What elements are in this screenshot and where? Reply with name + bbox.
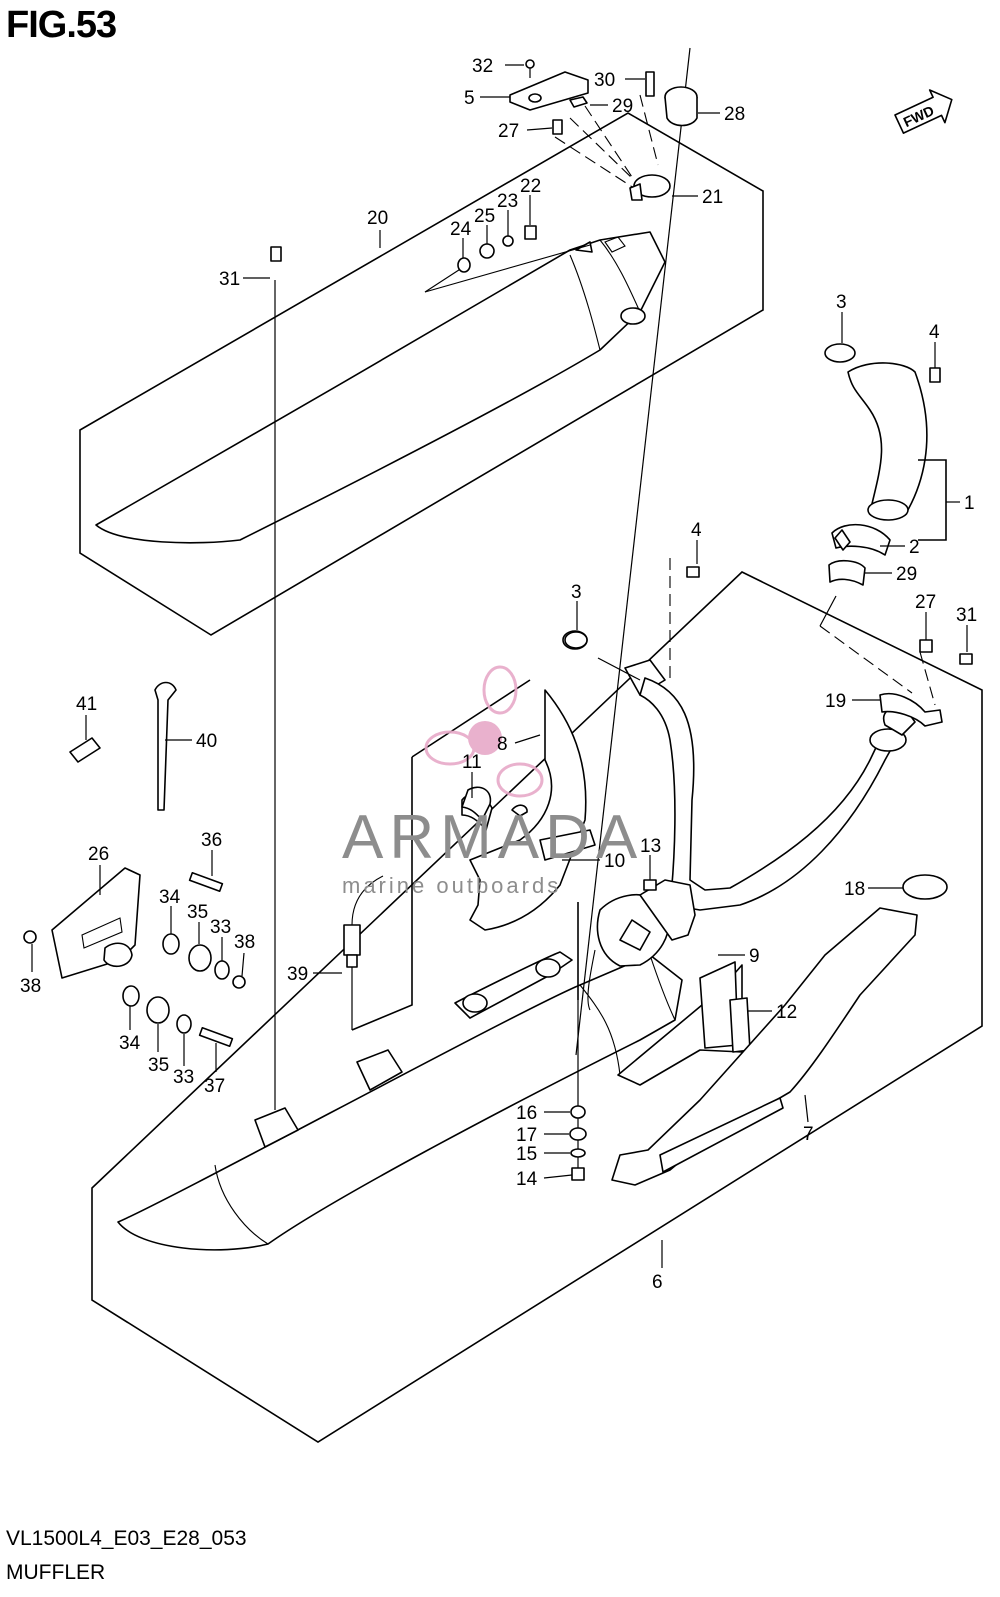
callout-23: 23 <box>497 191 518 212</box>
callout-27: 27 <box>915 592 936 613</box>
callout-22: 22 <box>520 176 541 197</box>
callout-31: 31 <box>956 605 977 626</box>
callout-41: 41 <box>76 694 97 715</box>
callout-29: 29 <box>896 564 917 585</box>
callout-10: 10 <box>604 851 625 872</box>
callout-1: 1 <box>964 493 975 514</box>
upper-muffler-assembly <box>79 94 764 636</box>
callout-19: 19 <box>825 691 846 712</box>
callout-30: 30 <box>594 70 615 91</box>
diagram-name: MUFFLER <box>6 1561 106 1584</box>
watermark-tagline: marine outboards <box>342 873 561 898</box>
callout-2: 2 <box>909 537 920 558</box>
callout-8: 8 <box>497 734 508 755</box>
armada-watermark: ARMADA marine outboards <box>342 665 643 898</box>
callout-3: 3 <box>571 582 582 603</box>
callout-9: 9 <box>749 946 760 967</box>
callout-18: 18 <box>844 879 865 900</box>
callout-3: 3 <box>836 292 847 313</box>
callout-5: 5 <box>464 88 475 109</box>
callout-14: 14 <box>516 1169 538 1190</box>
lower-muffler-assembly <box>91 571 983 1443</box>
watermark-brand: ARMADA <box>342 803 643 872</box>
callout-28: 28 <box>724 104 745 125</box>
callout-37: 37 <box>204 1076 225 1097</box>
callout-33: 33 <box>173 1067 194 1088</box>
callout-35: 35 <box>187 902 208 923</box>
armada-logo <box>424 665 544 798</box>
callout-12: 12 <box>776 1002 797 1023</box>
callout-20: 20 <box>367 208 388 229</box>
callout-31: 31 <box>219 269 240 290</box>
diagram-code: VL1500L4_E03_E28_053 <box>6 1527 247 1550</box>
fwd-badge: FWD <box>894 89 953 134</box>
callout-16: 16 <box>516 1103 537 1124</box>
small-parts <box>23 59 973 1186</box>
callout-24: 24 <box>450 219 472 240</box>
callout-27: 27 <box>498 121 519 142</box>
callout-leaders <box>31 64 968 1179</box>
callout-6: 6 <box>652 1272 663 1293</box>
callout-32: 32 <box>472 56 493 77</box>
callout-21: 21 <box>702 187 723 208</box>
callout-35: 35 <box>148 1055 169 1076</box>
callout-4: 4 <box>929 322 940 343</box>
figure-title: FIG.53 <box>6 4 117 46</box>
callout-13: 13 <box>640 836 661 857</box>
callout-33: 33 <box>210 917 231 938</box>
callout-40: 40 <box>196 731 217 752</box>
callout-11: 11 <box>462 752 482 773</box>
callout-34: 34 <box>159 887 181 908</box>
callout-38: 38 <box>234 932 255 953</box>
callout-38: 38 <box>20 976 41 997</box>
callout-17: 17 <box>516 1125 537 1146</box>
callout-labels: 32 30 5 29 28 27 21 20 22 23 25 24 31 3 … <box>20 56 977 1293</box>
callout-36: 36 <box>201 830 222 851</box>
callout-39: 39 <box>287 964 308 985</box>
callout-34: 34 <box>119 1033 141 1054</box>
callout-15: 15 <box>516 1144 537 1165</box>
callout-7: 7 <box>803 1124 814 1145</box>
callout-26: 26 <box>88 844 109 865</box>
callout-25: 25 <box>474 206 495 227</box>
callout-29: 29 <box>612 96 633 117</box>
callout-4: 4 <box>691 520 702 541</box>
exhaust-pipes <box>461 343 928 1011</box>
